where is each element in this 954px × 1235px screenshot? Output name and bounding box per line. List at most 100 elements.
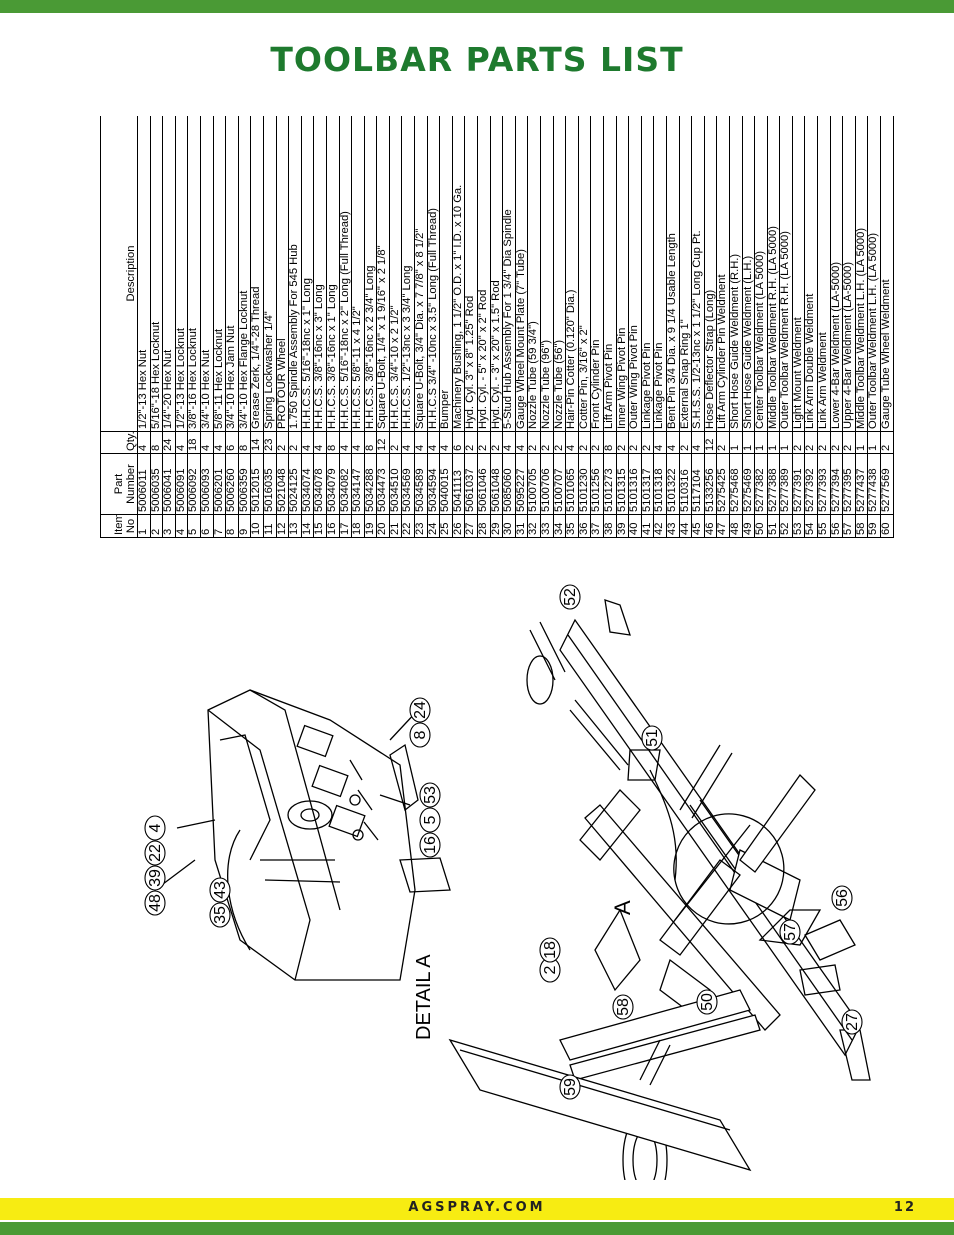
qty-cell: 2 [628,431,642,454]
description-cell: Short Hose Guide Weldment (R.H.) [729,116,742,432]
description-cell: H.H.C.S. 1/2"-13nc x 3 3/4" Long [401,116,415,432]
qty-cell: 4 [339,431,352,454]
item-no-cell: 43 [666,514,680,538]
description-cell: 5/8"-11 Hex Locknut [213,116,226,432]
qty-cell: 2 [804,431,818,454]
item-no-cell: 13 [288,514,302,538]
header-qty: Qty. [100,431,138,454]
item-no-cell: 36 [578,514,591,538]
item-no-cell: 58 [855,514,868,538]
qty-cell: 2 [830,431,843,454]
header-description: Description [100,116,138,432]
description-cell: Inner Wing Pivot Pin [616,116,629,432]
description-cell: Light Mount Weldment [792,116,805,432]
page-title: TOOLBAR PARTS LIST [270,40,684,79]
description-cell: 3/4"-10 Hex Flange Locknut [238,116,251,432]
top-green-bar [0,0,954,13]
part-number-cell: 5277391 [792,453,805,515]
description-cell: Hyd. Cyl. 3" x 8" 1.25" Rod [464,116,478,432]
description-cell: Linkage Pivot Pin [653,116,667,432]
qty-cell: 8 [150,431,163,454]
qty-cell: 2 [716,431,730,454]
qty-cell: 4 [565,431,579,454]
qty-cell: 4 [414,431,428,454]
qty-cell: 2 [276,431,289,454]
description-cell: H.H.C.S. 5/16"-18nc x 1" Long [301,116,314,432]
part-number-cell: 5095227 [515,453,528,515]
item-no-cell: 28 [477,514,491,538]
qty-cell: 2 [641,431,654,454]
item-no-cell: 41 [641,514,654,538]
description-cell: Nozzle Tube (59 3/4") [527,116,541,432]
qty-cell: 4 [439,431,453,454]
qty-cell: 1 [779,431,793,454]
part-number-cell: 5277438 [867,453,881,515]
description-cell: Nozzle Tube (56") [553,116,566,432]
description-cell: Link Arm Weldment [817,116,831,432]
description-cell: Bent Pin 3/4 Dia. x 9 1/4 Usable Length [666,116,680,432]
description-cell: Grease Zerk, 1/4"-28 Thread [250,116,264,432]
description-cell: Linkage Pivot Pin [641,116,654,432]
qty-cell: 2 [540,431,554,454]
item-no-cell: 44 [679,514,692,538]
callout-4: 4 [144,815,166,841]
page-number: 12 [893,1200,916,1215]
qty-cell: 4 [427,431,440,454]
item-no-cell: 22 [401,514,415,538]
part-number-cell: 5101322 [666,453,680,515]
qty-cell: 2 [578,431,591,454]
qty-cell: 4 [313,431,327,454]
item-no-cell: 50 [754,514,768,538]
part-number-cell: 5101256 [590,453,604,515]
part-number-cell: 5040015 [439,453,453,515]
description-cell: Lift Arm Cylinder Pin Weldment [716,116,730,432]
callout-50: 50 [696,989,718,1015]
footer-bar [0,1198,954,1220]
item-no-cell: 17 [339,514,352,538]
part-number-cell: 5277437 [855,453,868,515]
item-no-cell: 40 [628,514,642,538]
item-no-cell: 25 [439,514,453,538]
description-cell: Cotter Pin, 3/16" x 2" [578,116,591,432]
item-no-cell: 54 [804,514,818,538]
qty-cell: 2 [616,431,629,454]
item-no-cell: 11 [263,514,277,538]
callout-number: 2 [542,965,559,974]
description-cell: 3/4"-10 Hex Jam Nut [225,116,239,432]
callout-58: 58 [612,994,634,1020]
part-number-cell: 5012015 [250,453,264,515]
callout-39: 39 [144,865,166,891]
description-cell: H.H.C.S. 5/8"-11 x 4 1/2" [351,116,365,432]
description-cell: 3/4"-10 Hex Nut [200,116,214,432]
callout-24: 24 [409,697,431,723]
footer-website: AGSPRAY.COM [408,1200,546,1215]
item-no-cell: 59 [867,514,881,538]
description-cell: 1/2"-13 Hex Locknut [175,116,188,432]
callout-number: 56 [834,889,851,907]
item-no-cell: 31 [515,514,528,538]
part-number-cell: 5006260 [225,453,239,515]
description-cell: Link Arm Double Weldment [804,116,818,432]
qty-cell: 8 [364,431,377,454]
part-number-cell: 5277382 [754,453,768,515]
